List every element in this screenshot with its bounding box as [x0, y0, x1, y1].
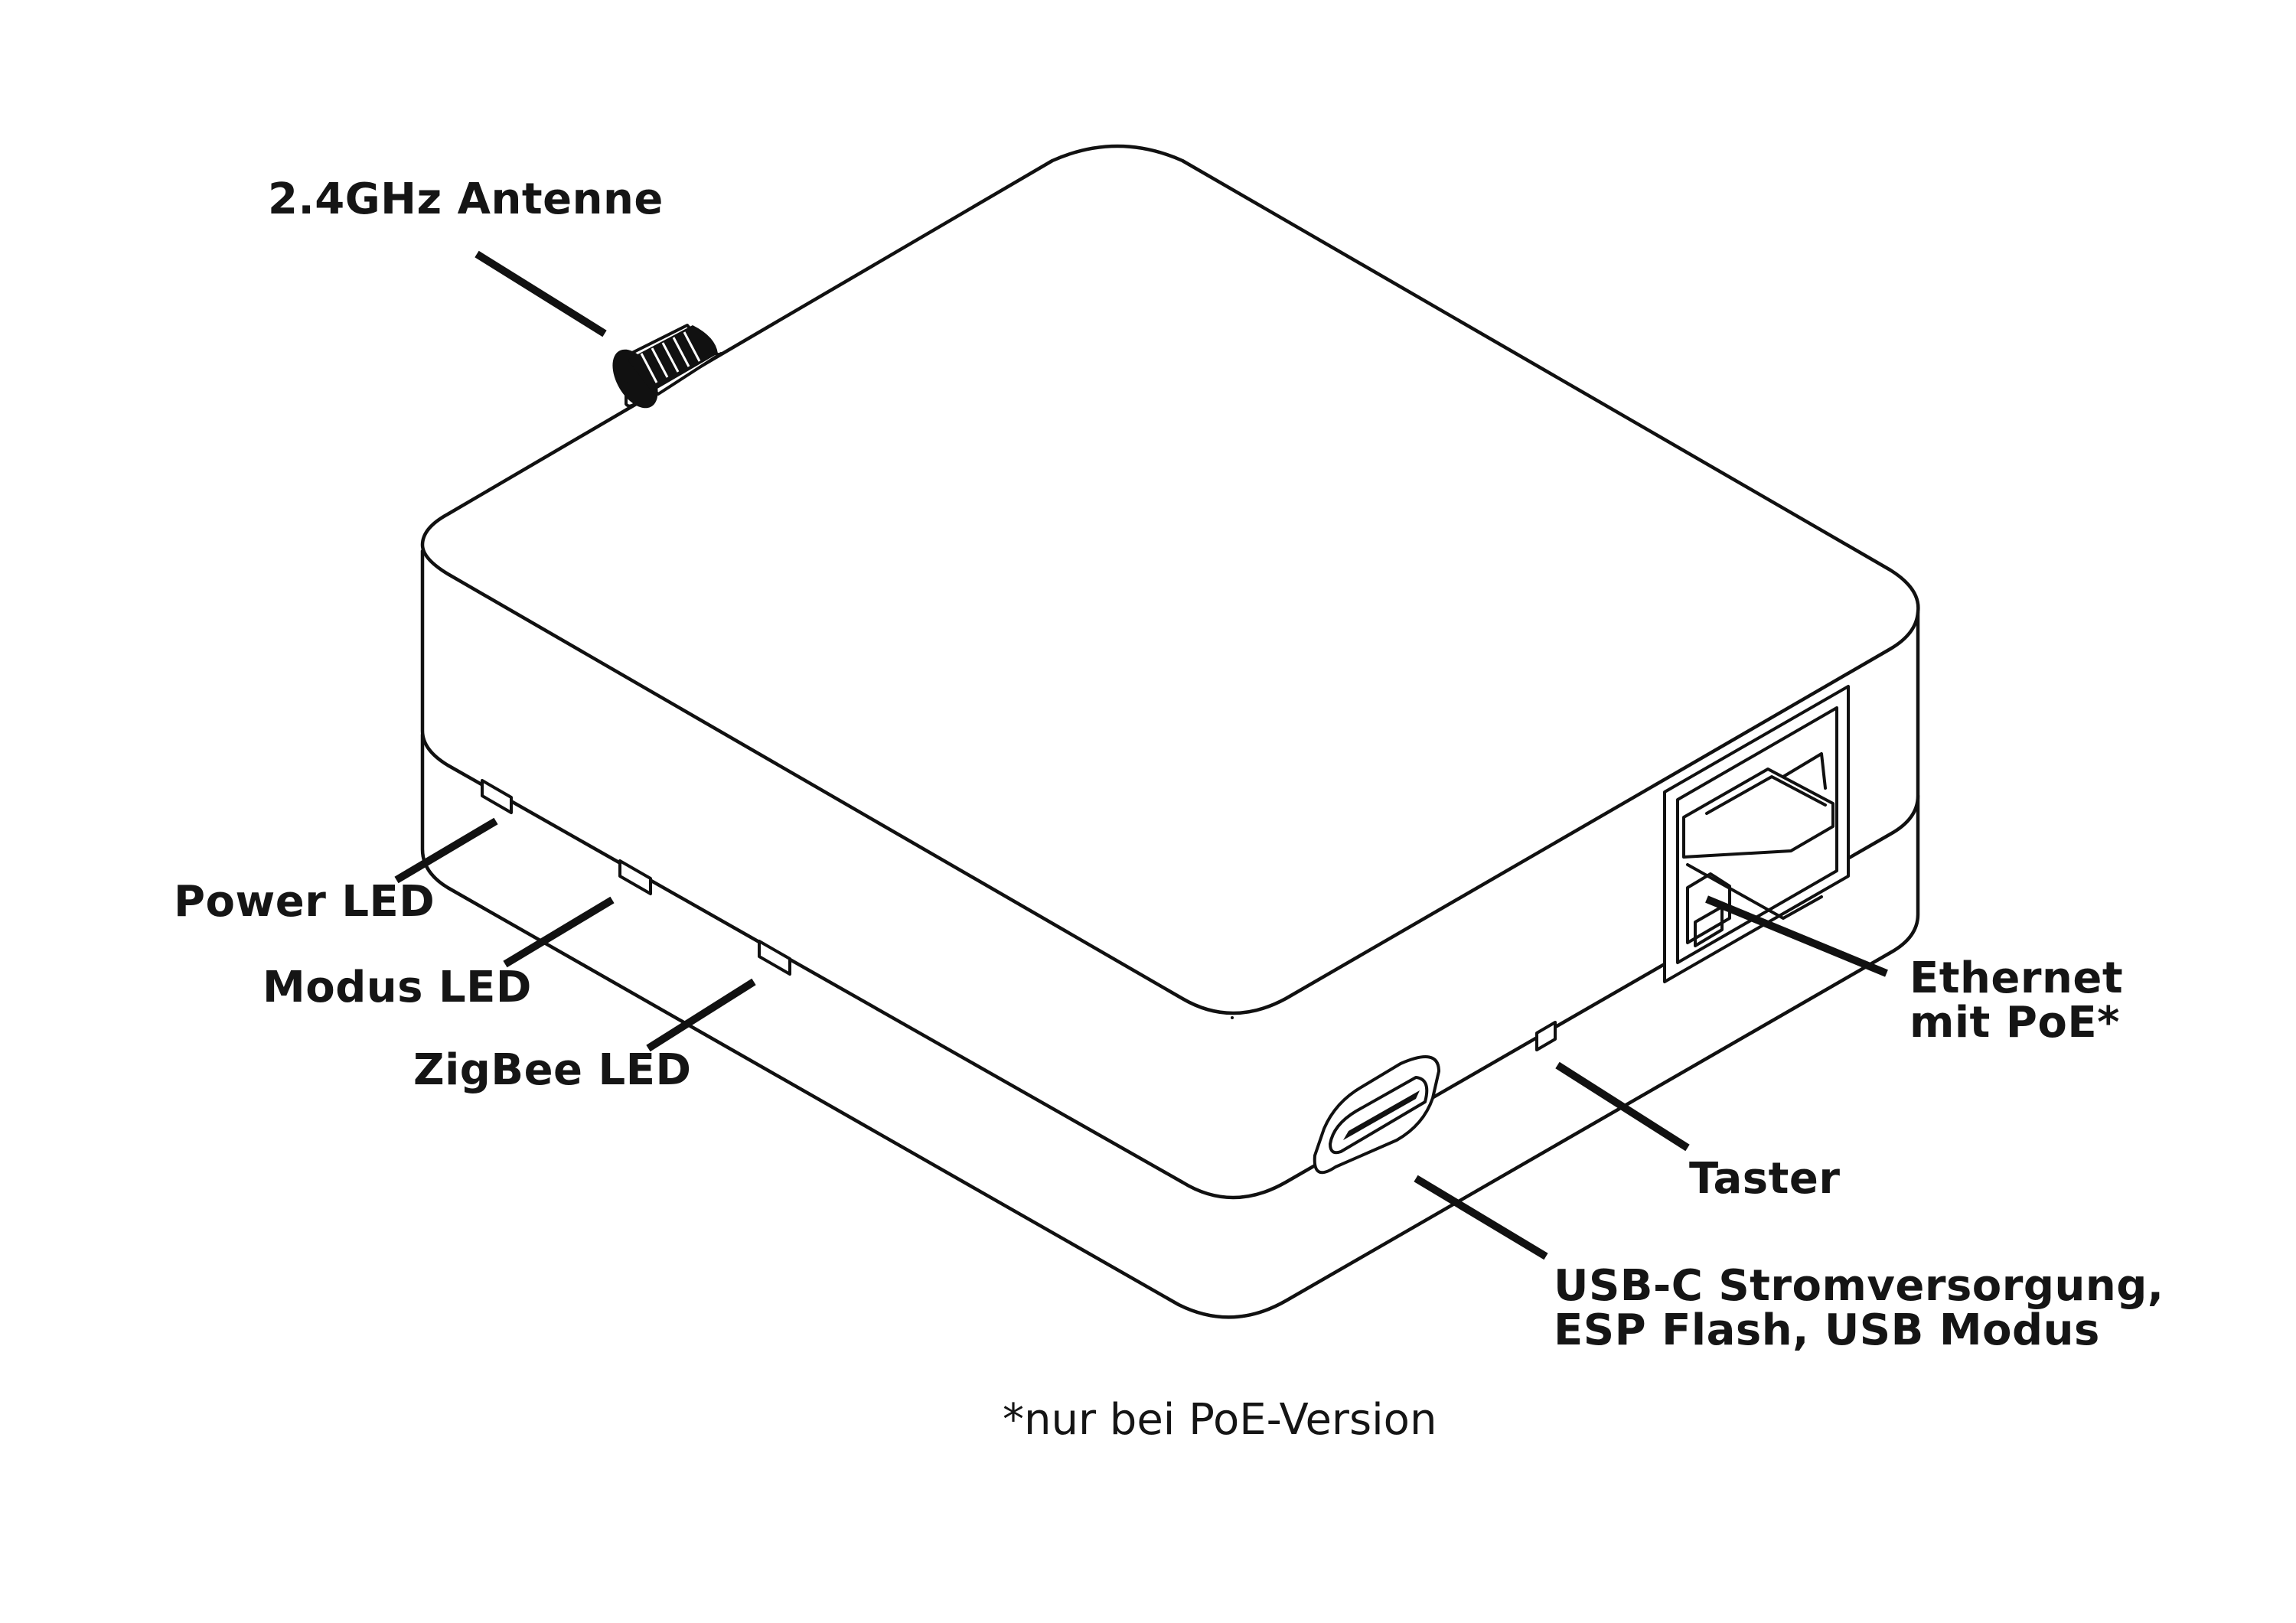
- ethernet-label-line2: mit PoE*: [1910, 998, 2120, 1048]
- usbc-label-line2: ESP Flash, USB Modus: [1554, 1305, 2100, 1355]
- modus-led-label-text: Modus LED: [263, 963, 532, 1012]
- modus-led-icon: [618, 859, 652, 895]
- leader-ethernet: [1705, 895, 1888, 977]
- leader-usbc: [1414, 1175, 1548, 1260]
- antenna-label-text: 2.4GHz Antenne: [268, 174, 664, 224]
- antenna-label: 2.4GHz Antenne: [268, 178, 664, 222]
- leader-modus-led: [503, 896, 615, 968]
- footnote: *nur bei PoE-Version: [1003, 1395, 1437, 1445]
- usbc-label: USB-C Stromversorgung, ESP Flash, USB Mo…: [1554, 1264, 2164, 1353]
- leader-antenna: [475, 250, 607, 337]
- taster-button-icon: [1535, 1021, 1557, 1051]
- power-led-icon: [481, 779, 513, 814]
- zigbee-led-label-text: ZigBee LED: [413, 1045, 692, 1095]
- ethernet-label: Ethernet mit PoE*: [1910, 957, 2123, 1045]
- power-led-label: Power LED: [174, 880, 435, 924]
- power-led-label-text: Power LED: [174, 877, 435, 927]
- ethernet-port-icon: [1663, 685, 1850, 983]
- led-indicators: [481, 779, 791, 976]
- taster-label: Taster: [1689, 1157, 1840, 1201]
- leader-power-led: [394, 817, 498, 884]
- leader-lines: [394, 250, 1888, 1260]
- leader-taster: [1555, 1061, 1690, 1152]
- usb-c-port-icon: [1313, 1055, 1440, 1175]
- usbc-label-line1: USB-C Stromversorgung,: [1554, 1261, 2164, 1311]
- modus-led-label: Modus LED: [263, 966, 532, 1010]
- taster-label-text: Taster: [1689, 1154, 1841, 1204]
- ethernet-label-line1: Ethernet: [1910, 953, 2124, 1003]
- zigbee-led-icon: [758, 940, 791, 976]
- antenna-connector: [612, 324, 722, 409]
- device-lid: [420, 144, 1920, 1200]
- zigbee-led-label: ZigBee LED: [413, 1048, 691, 1093]
- leader-zigbee-led: [646, 978, 756, 1052]
